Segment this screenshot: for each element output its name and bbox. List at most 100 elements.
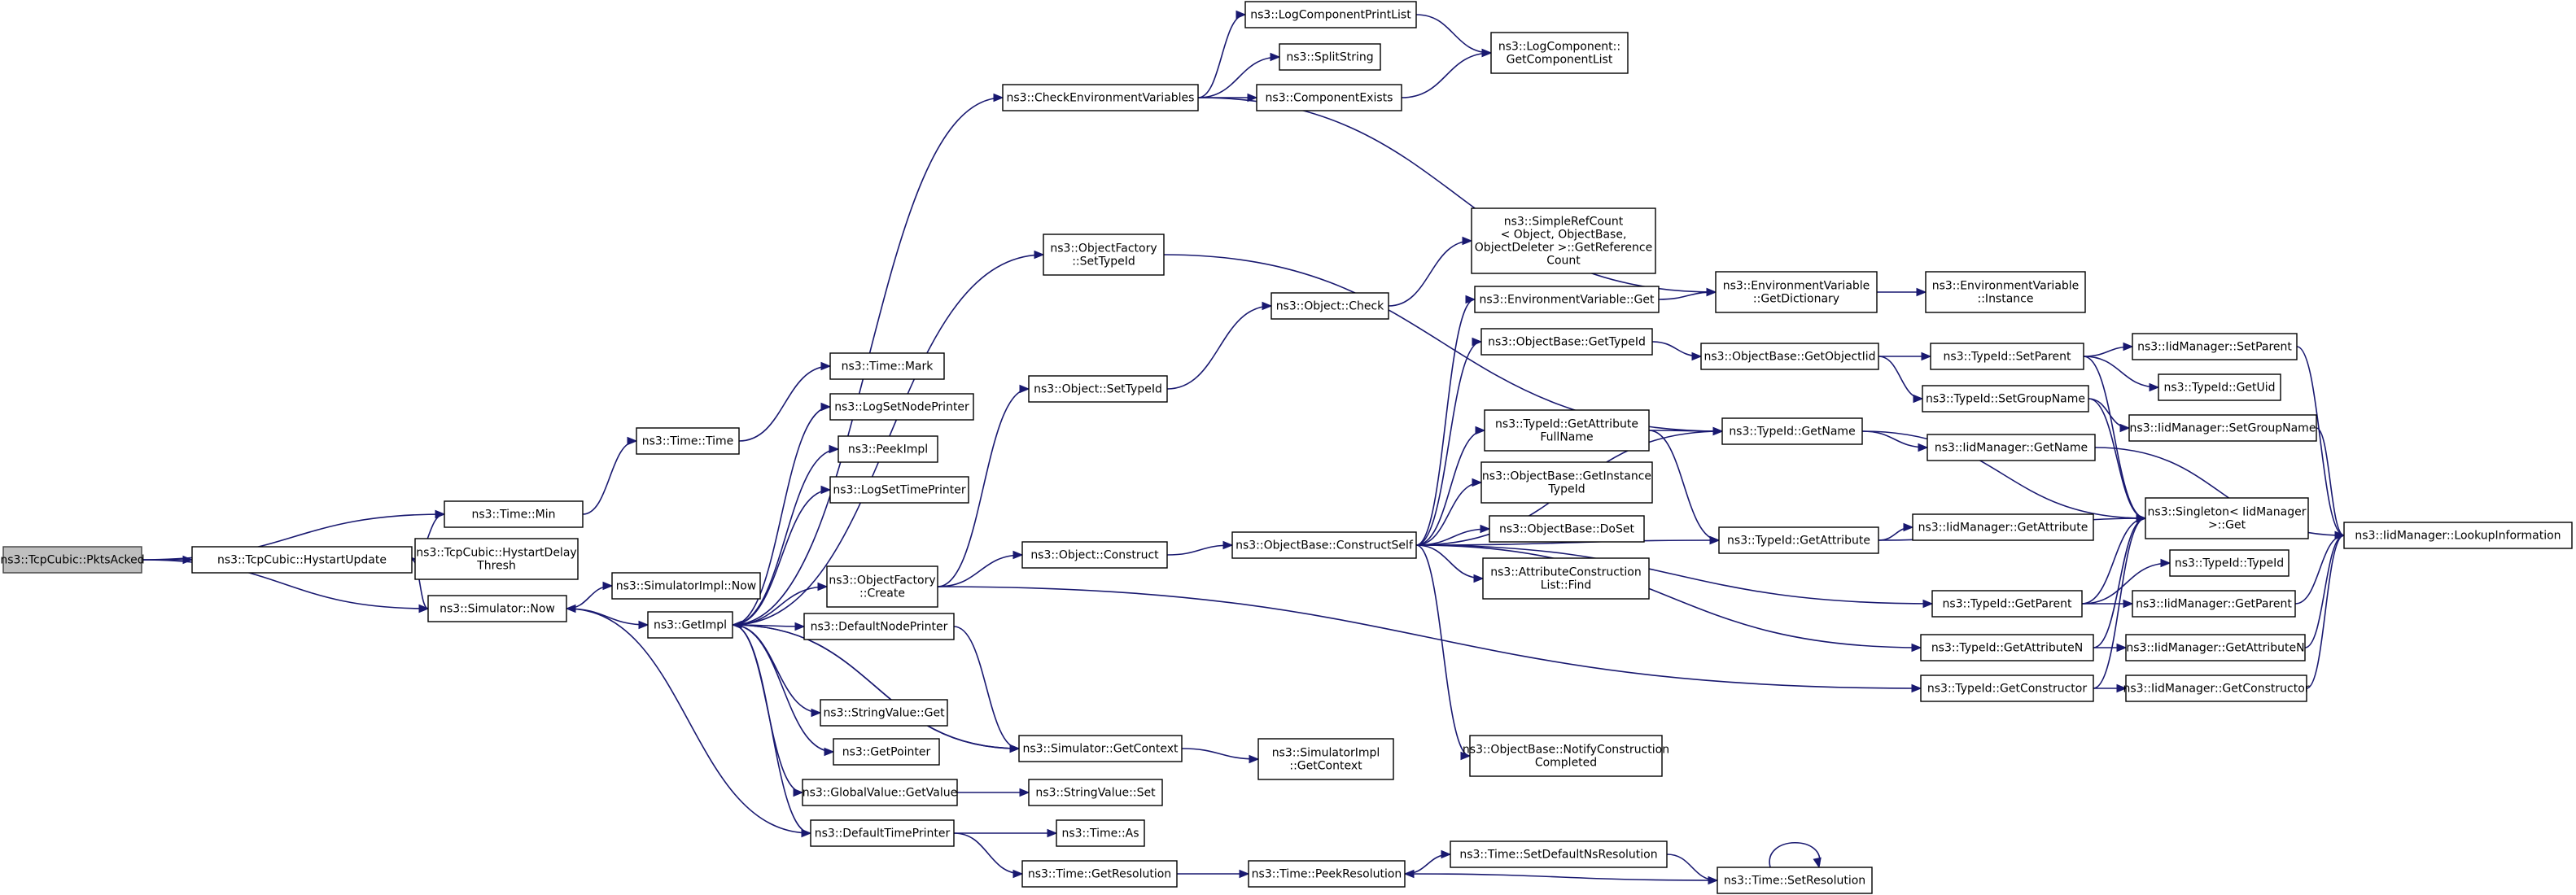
node-iidSetGroupName[interactable]: ns3::IidManager::SetGroupName bbox=[2128, 414, 2317, 442]
node-label: ObjectDeleter >::GetReference bbox=[1475, 241, 1652, 254]
edge-arrowhead bbox=[1034, 250, 1045, 260]
edge-line bbox=[2093, 517, 2146, 648]
node-box bbox=[1700, 343, 1879, 370]
node-typeIdGetUid[interactable]: ns3::TypeId::GetUid bbox=[2158, 373, 2281, 401]
node-simNow[interactable]: ns3::Simulator::Now bbox=[427, 595, 567, 622]
node-label: ns3::Object::Check bbox=[1276, 299, 1384, 312]
node-label: ns3::SplitString bbox=[1286, 50, 1373, 63]
edge-arrowhead bbox=[1481, 48, 1493, 58]
node-label: ns3::TypeId::GetConstructor bbox=[1927, 682, 2087, 695]
edge-arrowhead bbox=[731, 620, 742, 630]
edge-timeSetResolution-to-timePeekResolution bbox=[1403, 869, 1718, 881]
node-label: ns3::LogComponent:: bbox=[1498, 40, 1620, 53]
node-envVarInstance[interactable]: ns3::EnvironmentVariable::Instance bbox=[1925, 271, 2086, 313]
node-typeIdGetAttribute[interactable]: ns3::TypeId::GetAttribute bbox=[1718, 526, 1879, 554]
node-root[interactable]: ns3::TcpCubic::PktsAcked bbox=[0, 546, 145, 574]
node-box bbox=[1002, 84, 1199, 111]
node-peekImpl[interactable]: ns3::PeekImpl bbox=[838, 435, 938, 463]
node-iidGetName[interactable]: ns3::IidManager::GetName bbox=[1927, 434, 2096, 461]
edge-typeIdGetAttribute-to-iidGetAttribute bbox=[1878, 522, 1914, 541]
edge-line bbox=[732, 448, 839, 626]
node-notifyConstrCompleted[interactable]: ns3::ObjectBase::NotifyConstructionCompl… bbox=[1463, 735, 1669, 777]
node-timeMark[interactable]: ns3::Time::Mark bbox=[829, 352, 945, 380]
node-objectFactorySetTypeId[interactable]: ns3::ObjectFactory::SetTypeId bbox=[1043, 234, 1165, 276]
edge-line bbox=[1415, 14, 1492, 54]
node-iidGetParent[interactable]: ns3::IidManager::GetParent bbox=[2132, 590, 2296, 618]
node-envVarGetDict[interactable]: ns3::EnvironmentVariable::GetDictionary bbox=[1715, 271, 1878, 313]
edge-objectFactoryCreate-to-objectConstruct bbox=[937, 550, 1024, 587]
node-typeIdGetParent[interactable]: ns3::TypeId::GetParent bbox=[1931, 590, 2083, 618]
edge-line bbox=[1648, 430, 1720, 541]
edge-line bbox=[1769, 842, 1821, 868]
node-stringValueSet[interactable]: ns3::StringValue::Set bbox=[1028, 779, 1163, 806]
edge-typeIdSetGroupName-to-iidSetGroupName bbox=[2088, 398, 2131, 433]
node-simGetContext[interactable]: ns3::Simulator::GetContext bbox=[1018, 735, 1183, 762]
node-componentExists[interactable]: ns3::ComponentExists bbox=[1256, 84, 1402, 111]
node-simImplGetContext[interactable]: ns3::SimulatorImpl::GetContext bbox=[1257, 738, 1394, 780]
node-splitString[interactable]: ns3::SplitString bbox=[1279, 43, 1381, 71]
edge-typeIdSetParent-to-typeIdGetUid bbox=[2083, 356, 2160, 392]
node-timeMin[interactable]: ns3::Time::Min bbox=[444, 500, 584, 528]
node-objBaseDoSet[interactable]: ns3::ObjectBase::DoSet bbox=[1489, 515, 1645, 543]
node-typeIdGetConstructor[interactable]: ns3::TypeId::GetConstructor bbox=[1920, 675, 2094, 702]
node-stringValueGet[interactable]: ns3::StringValue::Get bbox=[820, 699, 948, 727]
node-objBaseGetObjectIid[interactable]: ns3::ObjectBase::GetObjectIid bbox=[1700, 343, 1879, 370]
edge-line bbox=[937, 554, 1023, 587]
node-iidGetAttributeN[interactable]: ns3::IidManager::GetAttributeN bbox=[2125, 634, 2306, 661]
node-simImplNow[interactable]: ns3::SimulatorImpl::Now bbox=[611, 572, 761, 600]
node-typeIdGetName[interactable]: ns3::TypeId::GetName bbox=[1721, 417, 1863, 445]
node-hystartUpdate[interactable]: ns3::TcpCubic::HystartUpdate bbox=[191, 546, 413, 574]
node-iidSetParent[interactable]: ns3::IidManager::SetParent bbox=[2132, 333, 2298, 360]
node-setDefaultNsRes[interactable]: ns3::Time::SetDefaultNsResolution bbox=[1450, 840, 1668, 868]
node-timeTime[interactable]: ns3::Time::Time bbox=[636, 427, 740, 455]
edge-line bbox=[1878, 356, 1923, 399]
node-box bbox=[1257, 738, 1394, 780]
node-typeIdTypeId[interactable]: ns3::TypeId::TypeId bbox=[2169, 549, 2290, 577]
node-logCompPrintList[interactable]: ns3::LogComponentPrintList bbox=[1244, 1, 1417, 28]
node-singletonGet[interactable]: ns3::Singleton< IidManager>::Get bbox=[2145, 497, 2309, 539]
node-timeAs[interactable]: ns3::Time::As bbox=[1056, 819, 1145, 847]
node-defaultNodePrinter[interactable]: ns3::DefaultNodePrinter bbox=[803, 613, 955, 640]
node-objectFactoryCreate[interactable]: ns3::ObjectFactory::Create bbox=[826, 565, 938, 608]
edge-line bbox=[1415, 430, 1485, 546]
node-logSetNodePrinter[interactable]: ns3::LogSetNodePrinter bbox=[829, 393, 974, 421]
node-objectSetTypeId[interactable]: ns3::Object::SetTypeId bbox=[1028, 375, 1168, 403]
edge-line bbox=[2081, 562, 2171, 605]
node-simpleRefCount[interactable]: ns3::SimpleRefCount< Object, ObjectBase,… bbox=[1471, 207, 1656, 274]
node-timeSetResolution[interactable]: ns3::Time::SetResolution bbox=[1717, 867, 1873, 894]
node-iidLookupInfo[interactable]: ns3::IidManager::LookupInformation bbox=[2343, 522, 2573, 549]
edge-hystartUpdate-to-simNow bbox=[411, 559, 430, 613]
node-typeIdSetGroupName[interactable]: ns3::TypeId::SetGroupName bbox=[1922, 385, 2089, 413]
edge-defaultTimePrinter-to-timeGetResolution bbox=[953, 832, 1024, 879]
node-logSetTimePrinter[interactable]: ns3::LogSetTimePrinter bbox=[829, 476, 969, 504]
node-box bbox=[1718, 526, 1879, 554]
node-objectConstruct[interactable]: ns3::Object::Construct bbox=[1021, 541, 1168, 569]
edge-arrowhead bbox=[1712, 426, 1724, 436]
edge-arrowhead bbox=[1480, 524, 1491, 534]
node-checkEnv[interactable]: ns3::CheckEnvironmentVariables bbox=[1002, 84, 1199, 111]
node-timePeekResolution[interactable]: ns3::Time::PeekResolution bbox=[1248, 860, 1406, 888]
node-constructSelf[interactable]: ns3::ObjectBase::ConstructSelf bbox=[1231, 531, 1417, 559]
node-envVarGet[interactable]: ns3::EnvironmentVariable::Get bbox=[1474, 286, 1660, 313]
node-timeGetResolution[interactable]: ns3::Time::GetResolution bbox=[1021, 860, 1178, 888]
node-typeIdSetParent[interactable]: ns3::TypeId::SetParent bbox=[1930, 343, 2084, 370]
node-iidGetAttribute[interactable]: ns3::IidManager::GetAttribute bbox=[1912, 513, 2094, 541]
edge-arrowhead bbox=[1012, 550, 1024, 560]
node-typeIdGetAttributeN[interactable]: ns3::TypeId::GetAttributeN bbox=[1920, 634, 2094, 661]
node-objBaseGetTypeId[interactable]: ns3::ObjectBase::GetTypeId bbox=[1480, 328, 1653, 356]
node-getPointer[interactable]: ns3::GetPointer bbox=[833, 738, 940, 766]
node-objectCheck[interactable]: ns3::Object::Check bbox=[1271, 292, 1389, 320]
edge-line bbox=[566, 585, 613, 609]
node-defaultTimePrinter[interactable]: ns3::DefaultTimePrinter bbox=[810, 819, 955, 847]
edge-typeIdGetAttributeN-to-singletonGet bbox=[2093, 513, 2147, 648]
node-label: ns3::EnvironmentVariable bbox=[1932, 279, 2080, 292]
node-logCompGetList[interactable]: ns3::LogComponent::GetComponentList bbox=[1490, 32, 1629, 74]
node-iidGetConstructor[interactable]: ns3::IidManager::GetConstructor bbox=[2123, 675, 2310, 702]
edge-objBaseGetObjectIid-to-typeIdSetParent bbox=[1878, 351, 1932, 361]
node-getImpl[interactable]: ns3::GetImpl bbox=[647, 611, 733, 639]
node-globalValueGetValue[interactable]: ns3::GlobalValue::GetValue bbox=[802, 779, 958, 806]
